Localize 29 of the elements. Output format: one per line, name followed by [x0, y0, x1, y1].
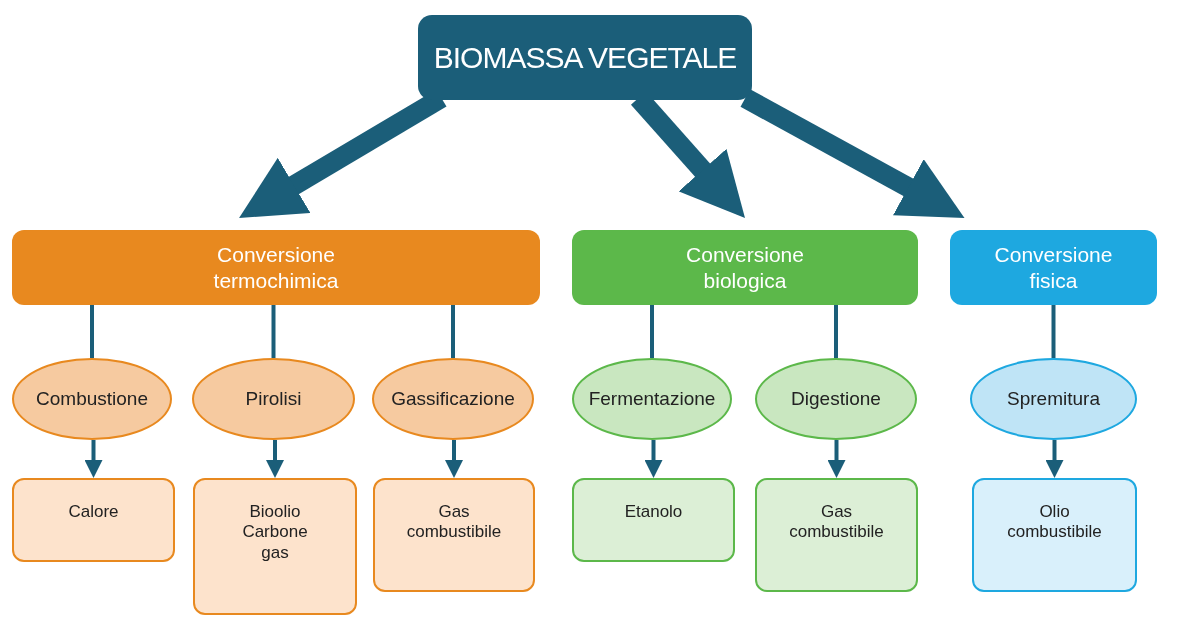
- connector-line: [650, 305, 654, 358]
- process-ellipse: Digestione: [755, 358, 917, 440]
- thick-arrow: [740, 89, 965, 218]
- product-box: Etanolo: [572, 478, 735, 562]
- product-box: Bioolio Carbone gas: [193, 478, 357, 615]
- connector-line: [90, 305, 94, 358]
- connector-line: [1051, 305, 1056, 358]
- arrow: [445, 440, 463, 478]
- process-ellipse: Combustione: [12, 358, 172, 440]
- connector-line: [451, 305, 455, 358]
- product-box: Gas combustibile: [373, 478, 535, 592]
- category-box: Conversione fisica: [950, 230, 1157, 305]
- arrow: [1045, 440, 1064, 478]
- connector-line: [834, 305, 838, 358]
- connector-line: [271, 305, 276, 358]
- product-box: Gas combustibile: [755, 478, 918, 592]
- arrow: [84, 440, 103, 478]
- process-ellipse: Fermentazione: [572, 358, 732, 440]
- process-ellipse: Spremitura: [970, 358, 1137, 440]
- arrow: [827, 440, 846, 478]
- arrow: [266, 440, 284, 478]
- product-box: Olio combustibile: [972, 478, 1137, 592]
- title-box: BIOMASSA VEGETALE: [418, 15, 752, 100]
- category-box: Conversione termochimica: [12, 230, 540, 305]
- process-ellipse: Gassificazione: [372, 358, 534, 440]
- category-box: Conversione biologica: [572, 230, 918, 305]
- product-box: Calore: [12, 478, 175, 562]
- arrow: [644, 440, 663, 478]
- process-ellipse: Pirolisi: [192, 358, 355, 440]
